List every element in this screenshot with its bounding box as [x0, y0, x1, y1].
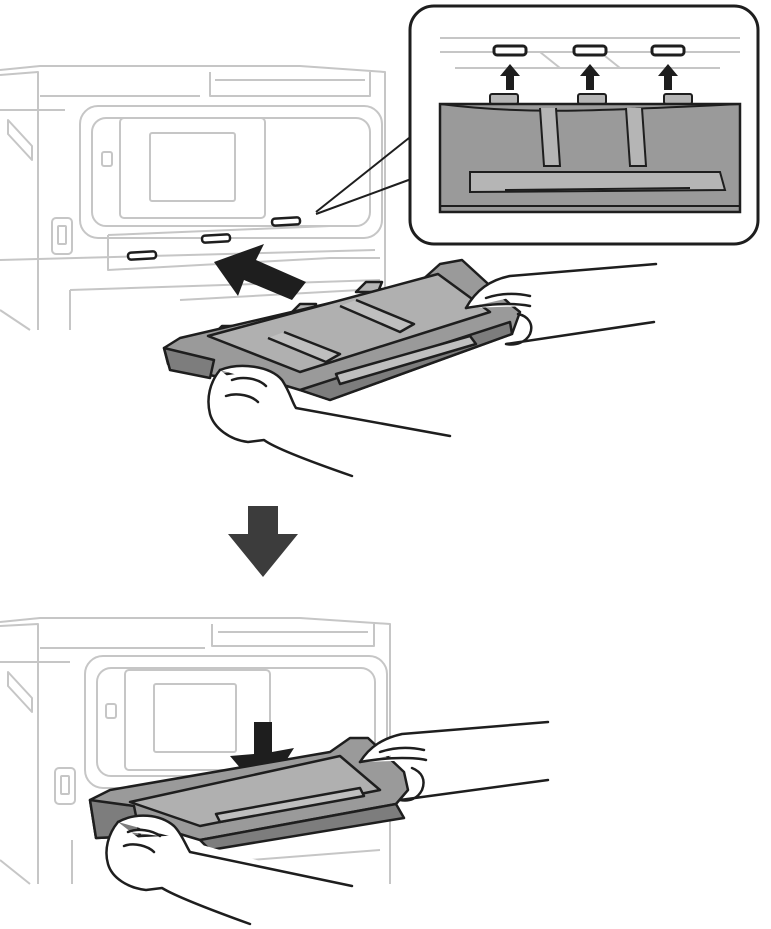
down-arrow-icon [228, 506, 298, 577]
printer-body-top [0, 65, 386, 331]
slots-detail-callout [408, 4, 760, 246]
printer-body-bottom [0, 617, 391, 885]
callout-pointer [315, 133, 415, 215]
push-arrow-icon [214, 244, 306, 300]
insert-down-arrow-icon [230, 722, 294, 796]
up-arrow-icon [500, 64, 678, 90]
paper-tray-bottom [88, 736, 410, 852]
printer-slots [126, 216, 302, 261]
step-insert-tray [0, 4, 760, 478]
step-lower-tray [0, 617, 550, 926]
paper-tray-top [162, 258, 522, 402]
right-hand-bottom [358, 720, 550, 802]
left-hand-bottom [105, 814, 354, 926]
right-hand-top [464, 262, 658, 346]
left-hand-top [207, 364, 452, 478]
